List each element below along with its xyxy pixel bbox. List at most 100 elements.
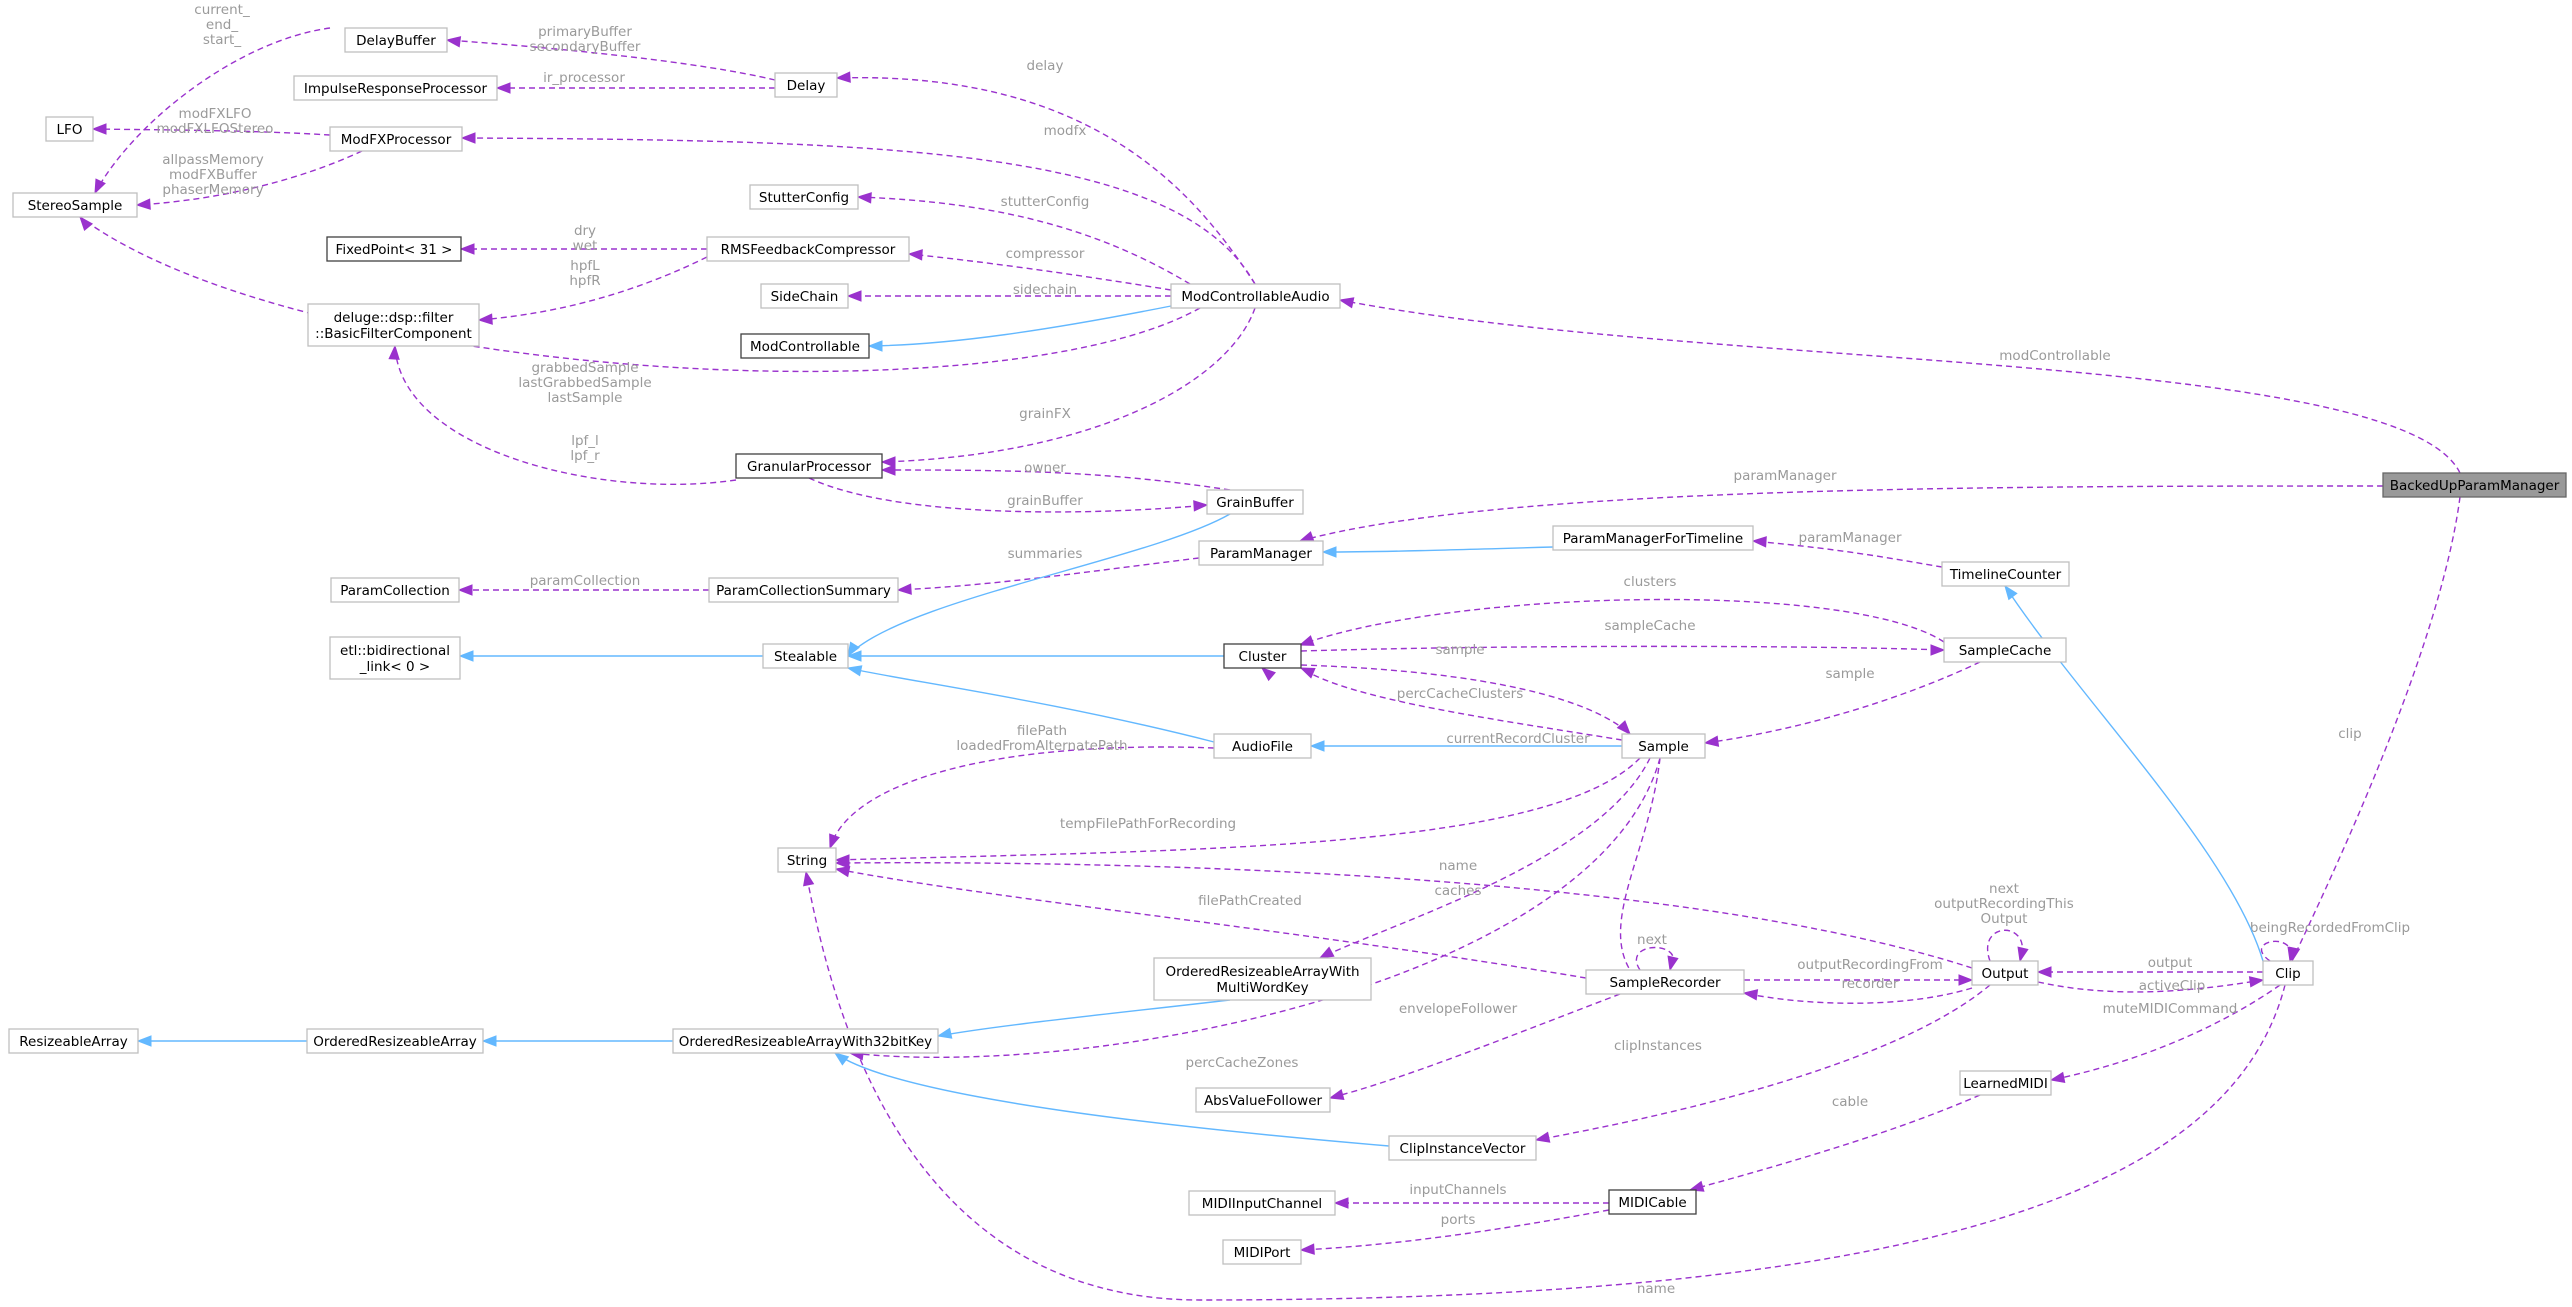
- node-box: [1198, 540, 1324, 566]
- edge-label: next: [1637, 932, 1667, 948]
- class-node-abs-value-follower[interactable]: AbsValueFollower: [1195, 1087, 1331, 1113]
- node-label: LFO: [57, 122, 83, 138]
- edge-arrowhead: [896, 583, 912, 595]
- class-node-ordered-resizeable-array-with32bit-key[interactable]: OrderedResizeableArrayWith32bitKey: [672, 1028, 939, 1054]
- class-node-midiinput-channel[interactable]: MIDIInputChannel: [1188, 1190, 1336, 1216]
- edge-line: [446, 39, 776, 81]
- class-node-bidir-link[interactable]: etl::bidirectional_link< 0 >: [329, 636, 461, 680]
- node-box: [1213, 733, 1312, 759]
- edge-17: owner: [880, 460, 1231, 491]
- node-box: [2262, 960, 2314, 986]
- edge-label: outputRecordingThis: [1934, 896, 2074, 912]
- edge-label: lastGrabbedSample: [518, 375, 651, 391]
- class-node-ordered-resizeable-array[interactable]: OrderedResizeableArray: [306, 1028, 484, 1054]
- class-node-granular-processor[interactable]: GranularProcessor: [735, 453, 883, 479]
- class-node-sample[interactable]: Sample: [1621, 733, 1706, 759]
- edge-label: tempFilePathForRecording: [1060, 816, 1236, 832]
- class-node-clip-instance-vector[interactable]: ClipInstanceVector: [1388, 1135, 1537, 1161]
- node-label: StutterConfig: [759, 190, 849, 206]
- node-box: [1170, 283, 1341, 309]
- class-node-delay[interactable]: Delay: [774, 72, 838, 98]
- class-node-clip[interactable]: Clip: [2262, 960, 2314, 986]
- edge-label: hpfR: [569, 273, 600, 289]
- edge-33: [846, 665, 1215, 743]
- class-node-output[interactable]: Output: [1971, 960, 2039, 986]
- class-node-delay-buffer[interactable]: DelayBuffer: [344, 27, 448, 53]
- class-node-cluster[interactable]: Cluster: [1223, 643, 1302, 669]
- edge-line: [1743, 987, 1973, 1004]
- class-node-mod-controllable[interactable]: ModControllable: [740, 333, 870, 359]
- edge-12: [867, 305, 1172, 352]
- class-node-param-manager[interactable]: ParamManager: [1198, 540, 1324, 566]
- edge-arrowhead: [829, 833, 840, 850]
- class-node-side-chain[interactable]: SideChain: [760, 283, 849, 309]
- class-node-timeline-counter[interactable]: TimelineCounter: [1941, 561, 2070, 587]
- node-label: Stealable: [774, 649, 837, 665]
- edge-label: grainFX: [1019, 406, 1071, 422]
- class-node-lfo[interactable]: LFO: [45, 116, 94, 142]
- class-node-string[interactable]: String: [777, 847, 837, 873]
- edge-label: percCacheClusters: [1397, 686, 1523, 702]
- class-node-backed-up-param-manager[interactable]: BackedUpParamManager: [2382, 472, 2567, 498]
- edge-arrowhead: [136, 1035, 152, 1047]
- class-node-resizeable-array[interactable]: ResizeableArray: [8, 1028, 139, 1054]
- edge-46: output: [2036, 955, 2263, 978]
- edge-line: [847, 667, 1215, 743]
- class-node-param-collection[interactable]: ParamCollection: [330, 577, 460, 603]
- edge-line: [461, 137, 1256, 285]
- edge-arrowhead: [1299, 667, 1316, 679]
- class-node-impulse-response-processor[interactable]: ImpulseResponseProcessor: [293, 75, 498, 101]
- edge-line: [835, 757, 1641, 861]
- edge-line: [868, 305, 1172, 347]
- class-node-sample-recorder[interactable]: SampleRecorder: [1585, 969, 1745, 995]
- edge-label: clip: [2338, 726, 2362, 742]
- class-node-grain-buffer[interactable]: GrainBuffer: [1206, 489, 1304, 515]
- edge-arrowhead: [388, 344, 400, 360]
- edge-arrowhead: [94, 178, 106, 195]
- edge-label: delay: [1027, 58, 1064, 74]
- node-box: [1188, 1190, 1336, 1216]
- class-node-learned-midi[interactable]: LearnedMIDI: [1959, 1070, 2052, 1096]
- edge-label: next: [1989, 881, 2019, 897]
- node-box: [1943, 637, 2067, 663]
- edge-arrowhead: [1318, 946, 1335, 959]
- node-label: String: [787, 853, 827, 869]
- class-node-fixed-point[interactable]: FixedPoint< 31 >: [326, 236, 462, 262]
- node-box: [762, 643, 849, 669]
- edge-label: output: [2148, 955, 2193, 971]
- edge-arrowhead: [481, 1035, 497, 1047]
- class-node-mod-fxprocessor[interactable]: ModFXProcessor: [329, 126, 463, 152]
- edge-line: [835, 862, 1973, 969]
- edge-arrowhead: [1534, 1131, 1551, 1143]
- edge-20: [1321, 546, 1554, 558]
- class-node-stutter-config[interactable]: StutterConfig: [749, 184, 859, 210]
- class-node-param-manager-for-timeline[interactable]: ParamManagerForTimeline: [1552, 525, 1754, 551]
- node-label: LearnedMIDI: [1963, 1076, 2048, 1092]
- node-label: deluge::dsp::filter: [334, 310, 454, 326]
- class-node-mod-controllable-audio[interactable]: ModControllableAudio: [1170, 283, 1341, 309]
- class-node-basic-filter-component[interactable]: deluge::dsp::filter::BasicFilterComponen…: [307, 303, 480, 347]
- node-label: ClipInstanceVector: [1400, 1141, 1526, 1157]
- class-node-sample-cache[interactable]: SampleCache: [1943, 637, 2067, 663]
- node-box: [1195, 1087, 1331, 1113]
- edge-label: outputRecordingFrom: [1797, 957, 1943, 973]
- edge-40: filePathCreated: [834, 866, 1587, 979]
- class-node-stereo-sample[interactable]: StereoSample: [12, 192, 138, 218]
- class-node-midiport[interactable]: MIDIPort: [1222, 1239, 1302, 1265]
- class-node-midicable[interactable]: MIDICable: [1608, 1189, 1697, 1215]
- node-label: BackedUpParamManager: [2390, 478, 2560, 494]
- edge-arrowhead: [834, 857, 850, 869]
- edge-arrowhead: [1321, 546, 1337, 558]
- edge-label: grabbedSample: [531, 360, 638, 376]
- edge-label: paramCollection: [530, 573, 641, 589]
- node-label: OrderedResizeableArrayWith32bitKey: [679, 1034, 932, 1050]
- class-node-param-collection-summary[interactable]: ParamCollectionSummary: [708, 577, 899, 603]
- class-node-rmsfeedback-compressor[interactable]: RMSFeedbackCompressor: [706, 236, 910, 262]
- class-node-audio-file[interactable]: AudioFile: [1213, 733, 1312, 759]
- class-node-stealable[interactable]: Stealable: [762, 643, 849, 669]
- edge-35: tempFilePathForRecording: [834, 757, 1641, 866]
- edge-arrowhead: [1667, 955, 1679, 972]
